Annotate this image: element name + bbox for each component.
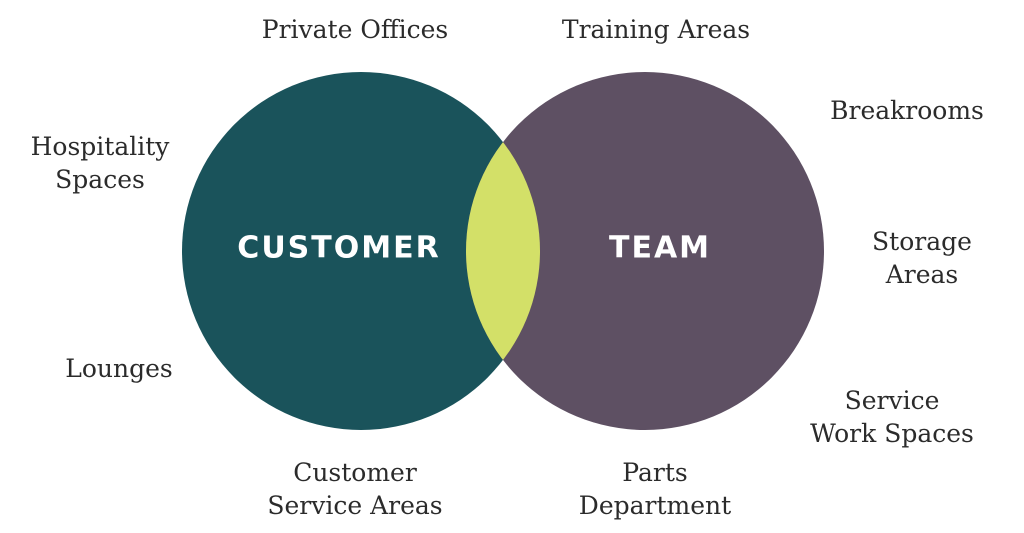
team-circle bbox=[466, 72, 824, 430]
label-line: Service Areas bbox=[267, 491, 443, 520]
label-line: Hospitality bbox=[30, 132, 170, 161]
customer-label: CUSTOMER bbox=[237, 230, 441, 266]
label-line: Customer bbox=[293, 458, 417, 487]
label-lounges: Lounges bbox=[65, 354, 173, 383]
label-private-offices: Private Offices bbox=[261, 15, 449, 44]
team-label: TEAM bbox=[608, 230, 712, 266]
label-line: Parts bbox=[622, 458, 688, 487]
label-line: Department bbox=[578, 491, 732, 520]
label-line: Service bbox=[844, 386, 940, 415]
label-line: Work Spaces bbox=[810, 419, 974, 448]
label-line: Storage bbox=[872, 227, 972, 256]
customer-circle bbox=[182, 72, 540, 430]
label-training-areas: Training Areas bbox=[561, 15, 751, 44]
label-breakrooms: Breakrooms bbox=[830, 96, 984, 125]
label-line: Spaces bbox=[55, 165, 145, 194]
label-line: Areas bbox=[885, 260, 959, 289]
